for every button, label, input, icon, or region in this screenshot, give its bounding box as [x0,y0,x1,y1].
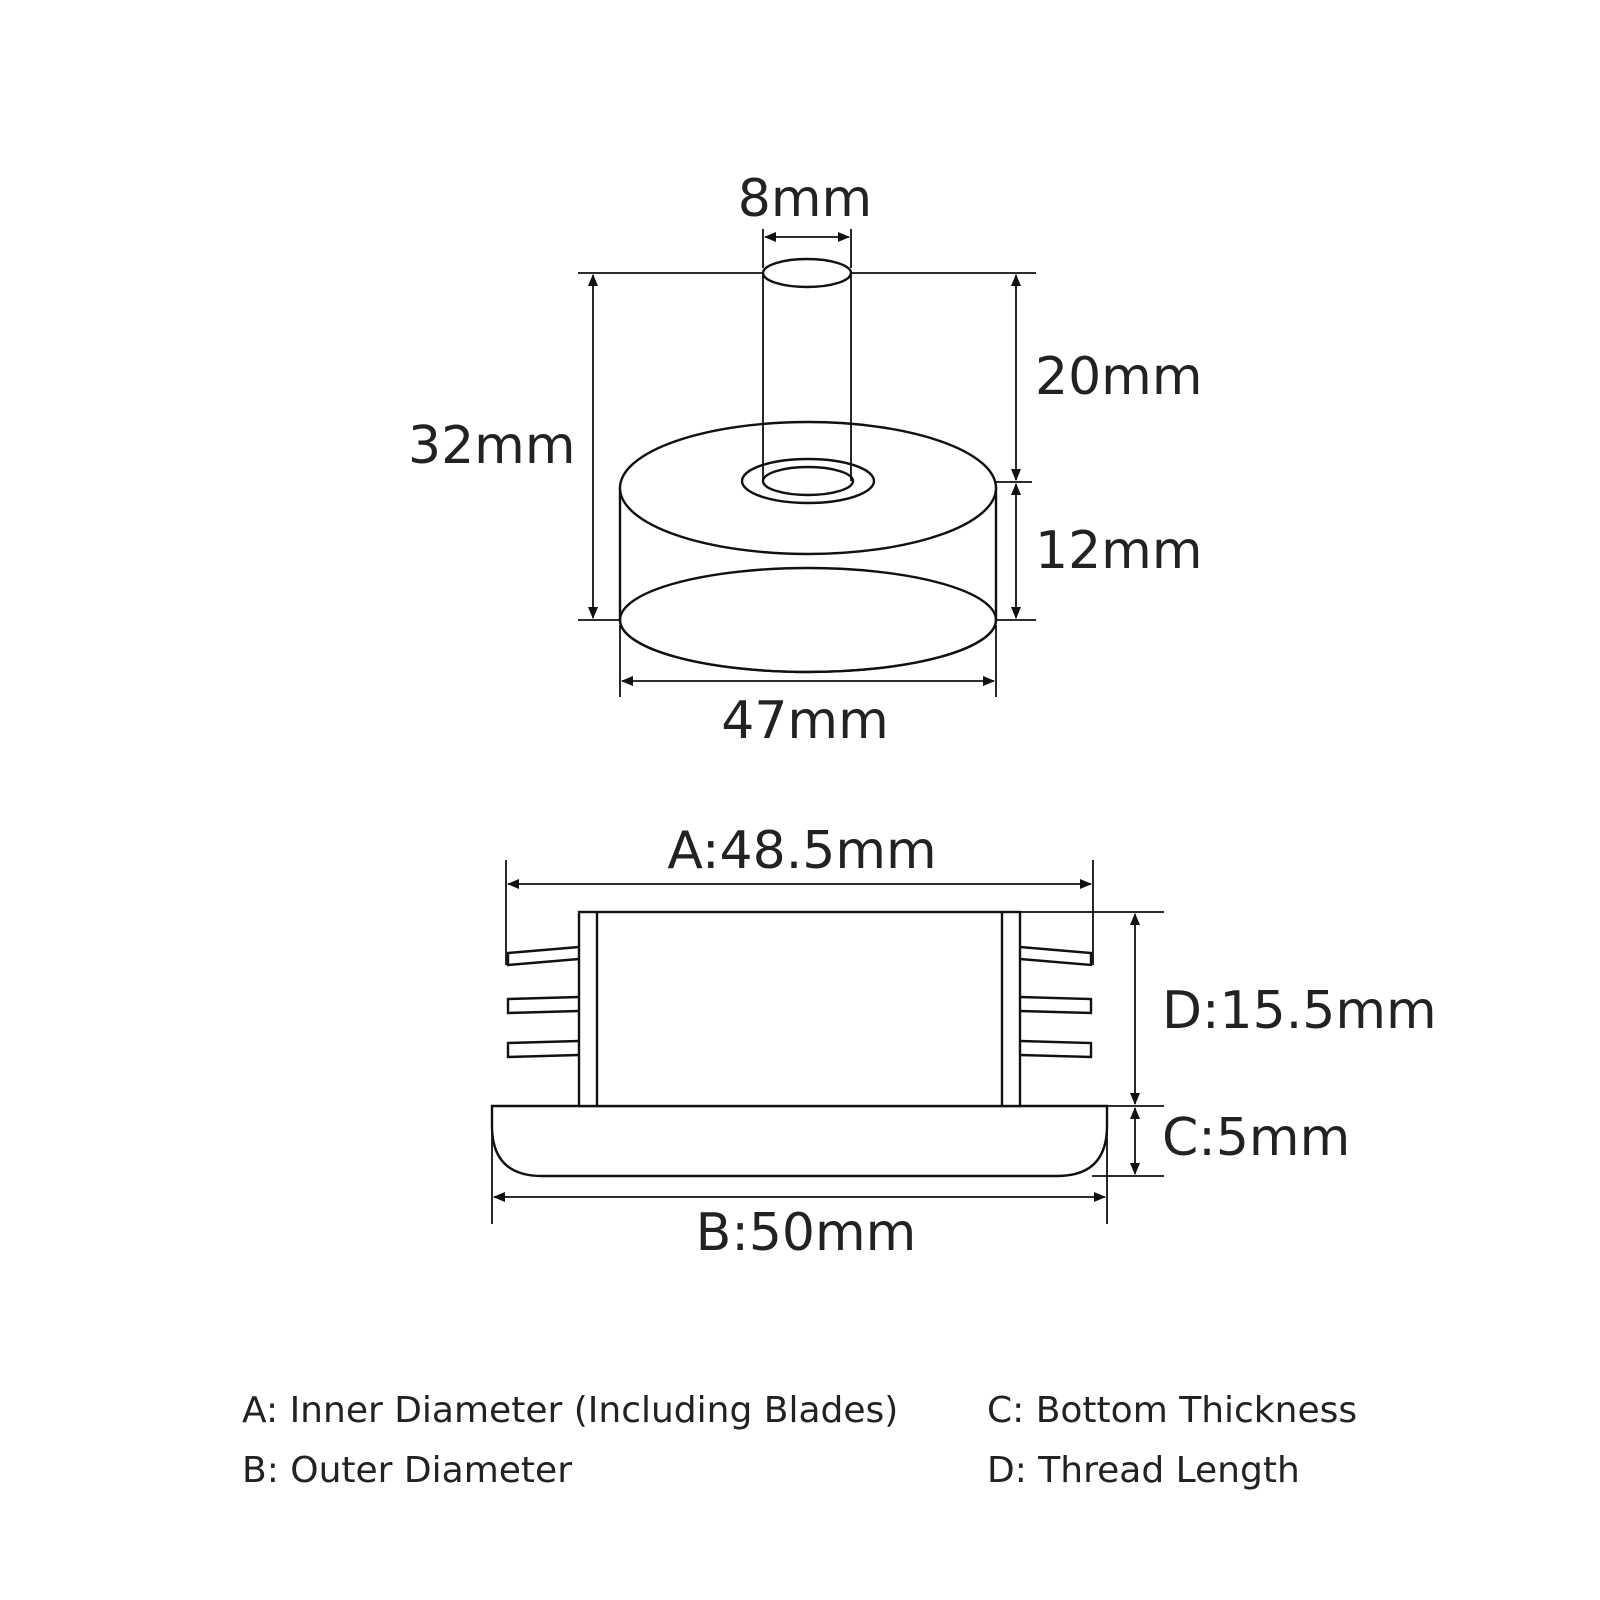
right-blades [1019,945,1093,1059]
top-view-dimensions: 8mm 32mm 20mm 12mm 47mm [408,169,1202,751]
stud-top-face [761,257,853,289]
base-top-face [618,420,998,556]
stud-diameter-label: 8mm [738,169,872,229]
stud-hole-outer-ring [740,457,876,505]
foot-isometric-drawing [618,257,998,674]
bottom-thickness-label: C:5mm [1162,1108,1350,1168]
legend-d: D: Thread Length [987,1450,1300,1491]
thread-length-label: D:15.5mm [1162,981,1437,1041]
legend-b: B: Outer Diameter [242,1450,572,1491]
left-blades [506,945,580,1059]
base-height-label: 12mm [1035,521,1202,581]
legend: A: Inner Diameter (Including Blades) B: … [242,1390,1357,1491]
legend-a: A: Inner Diameter (Including Blades) [242,1390,898,1431]
side-view-dimensions: A:48.5mm D:15.5mm C:5mm B:50mm [491,821,1437,1263]
bottom-cap [490,1104,1109,1178]
base-diameter-label: 47mm [721,691,888,751]
insert-body [577,910,1022,1108]
outer-diameter-label: B:50mm [696,1203,917,1263]
insert-side-drawing [490,910,1109,1178]
legend-c: C: Bottom Thickness [987,1390,1357,1431]
stud-length-label: 20mm [1035,347,1202,407]
inner-diameter-label: A:48.5mm [667,821,936,881]
total-height-label: 32mm [408,416,575,476]
